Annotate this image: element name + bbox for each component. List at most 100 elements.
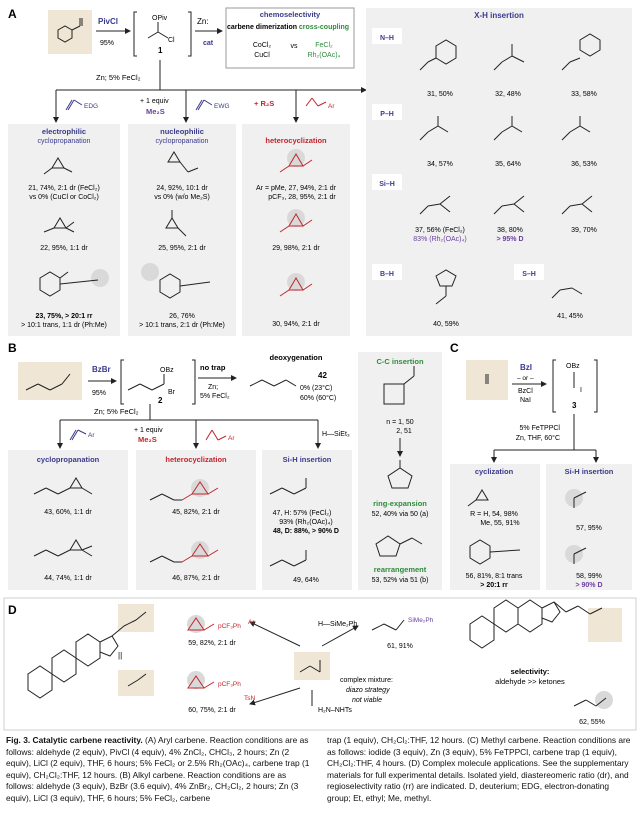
bracket (552, 359, 556, 413)
edg-label: EDG (84, 103, 98, 110)
cond2: Zn, THF, 60°C (516, 434, 560, 442)
r2s-reagent: + R₂S (254, 99, 274, 108)
structure-32 (493, 44, 525, 71)
arrow (249, 621, 301, 647)
structure-41 (551, 287, 583, 299)
cat-label: cat (203, 40, 214, 47)
c-sih-title: Si-H insertion (565, 467, 614, 476)
not-viable: not viable (352, 697, 382, 704)
c32: 32, 48% (495, 91, 521, 98)
compound-1-structure (147, 22, 169, 39)
pcf3ph-60: pCF₃Ph (218, 681, 241, 688)
highlight (141, 263, 159, 281)
c61: 61, 91% (387, 643, 413, 650)
pcf3ph-59: pCF₃Ph (218, 623, 241, 630)
c45: 45, 82%, 2:1 dr (172, 509, 220, 516)
panel-d-label: D (8, 603, 17, 617)
panel-c: C BzI – or – BzCl NaI OBz I 3 5% FeTPPCl… (450, 341, 632, 590)
zn-label: Zn: (197, 17, 209, 26)
bzi: BzI (520, 363, 532, 372)
panel-d-frame (3, 597, 637, 731)
i-c: I (580, 387, 582, 394)
cyclopentene-52 (387, 460, 413, 489)
ringexp: ring-expansion (373, 499, 427, 508)
bracket (188, 11, 192, 57)
caption-text-2: trap (1 equiv), CH₂Cl₂:THF, 12 hours. (C… (327, 735, 631, 803)
c26: 26, 76% (169, 313, 195, 320)
h2n-d: H₂N–NHTs (318, 707, 352, 714)
n1: n = 1, 50 (386, 419, 414, 426)
tag-ph (372, 104, 402, 120)
equals-sign: || (118, 651, 122, 660)
cyclopropane-21 (43, 157, 73, 175)
chain-45 (149, 493, 182, 501)
tag-nh-text: N–H (380, 35, 394, 42)
epoxide-29 (279, 213, 313, 233)
tsn-d: TsN (244, 695, 256, 702)
bicyclic-56 (469, 539, 521, 565)
c49: 49, 64% (293, 577, 319, 584)
c26b: > 10:1 trans, 2:1 dr (Ph:Me) (139, 322, 225, 329)
deoxygenation-title: deoxygenation (270, 353, 323, 362)
tag-sh (514, 264, 544, 280)
col1-title: electrophilic (42, 127, 86, 136)
compound-3-label: 3 (572, 401, 577, 410)
col-nucleophilic (128, 124, 236, 336)
rh-label: Rh₂(OAc)₄ (308, 52, 341, 59)
xh-title: X-H insertion (474, 11, 524, 20)
cl-label: Cl (168, 37, 175, 44)
tag-nh (372, 28, 402, 44)
plus-b: + 1 equiv (134, 427, 163, 434)
c41: 41, 45% (557, 313, 583, 320)
c28: pCF₃, 28, 95%, 2:1 dr (268, 194, 336, 201)
c52: 52, 40% via 50 (a) (372, 511, 429, 518)
tag-ph-text: P–H (380, 111, 394, 118)
bicyclic-26 (159, 273, 211, 299)
structure-61 (371, 619, 405, 631)
styrene-b (69, 429, 87, 441)
c21: 21, 74%, 2:1 dr (FeCl₂) (28, 185, 100, 192)
ar-alkene (305, 97, 327, 107)
col-b-sih (262, 450, 352, 590)
b-cyc-title: cyclopropanation (37, 455, 100, 464)
cyclobutane-50 (383, 366, 415, 405)
cond1: 5% FeTPPCl (520, 425, 561, 432)
panel-c-label: C (450, 341, 459, 355)
c54: R = H, 54, 98% (470, 511, 518, 518)
tag-bh (372, 264, 402, 280)
c24: 24, 92%, 10:1 dr (156, 185, 208, 192)
highlight (91, 269, 109, 287)
c37: 37, 56% (FeCl₂) (415, 227, 465, 234)
col-electrophilic (8, 124, 120, 336)
cyclopropane-43 (33, 477, 93, 495)
c38: 38, 80% (497, 227, 523, 234)
y95-b: 95% (92, 390, 106, 397)
c25: 25, 95%, 2:1 dr (158, 245, 206, 252)
cc-insertion-box (358, 352, 442, 590)
c59: 59, 82%, 2:1 dr (188, 640, 236, 647)
c42a: 0% (23°C) (300, 384, 332, 392)
center-aldehyde (299, 660, 321, 673)
ar-b2: Ar (228, 435, 235, 442)
caption-col-2: trap (1 equiv), CH₂Cl₂:THF, 12 hours. (C… (327, 735, 634, 805)
c35: 35, 64% (495, 161, 521, 168)
bracket (594, 359, 598, 413)
ar-b: Ar (88, 432, 95, 439)
cc-title: C-C insertion (376, 357, 424, 366)
col2-sub: cyclopropanation (156, 138, 209, 145)
caption-col-1: Fig. 3. Catalytic carbene reactivity. (A… (6, 735, 313, 805)
reagent-pivcl: PivCl (98, 17, 118, 26)
ewg-alkene (195, 99, 213, 111)
c47: 47, H: 57% (FeCl₂) (273, 510, 332, 517)
c36: 36, 53% (571, 161, 597, 168)
cyclopropane-22 (43, 217, 75, 233)
col-b-cyclopropanation (8, 450, 128, 590)
epoxide-59 (187, 617, 215, 631)
nai: NaI (520, 397, 531, 404)
c48: 48, D: 88%, > 90% D (273, 528, 339, 535)
bracket (120, 359, 124, 405)
highlight (187, 615, 205, 633)
c-cyc-title: cyclization (475, 467, 514, 476)
chain-46 (149, 555, 182, 563)
no-trap: no trap (200, 363, 226, 372)
